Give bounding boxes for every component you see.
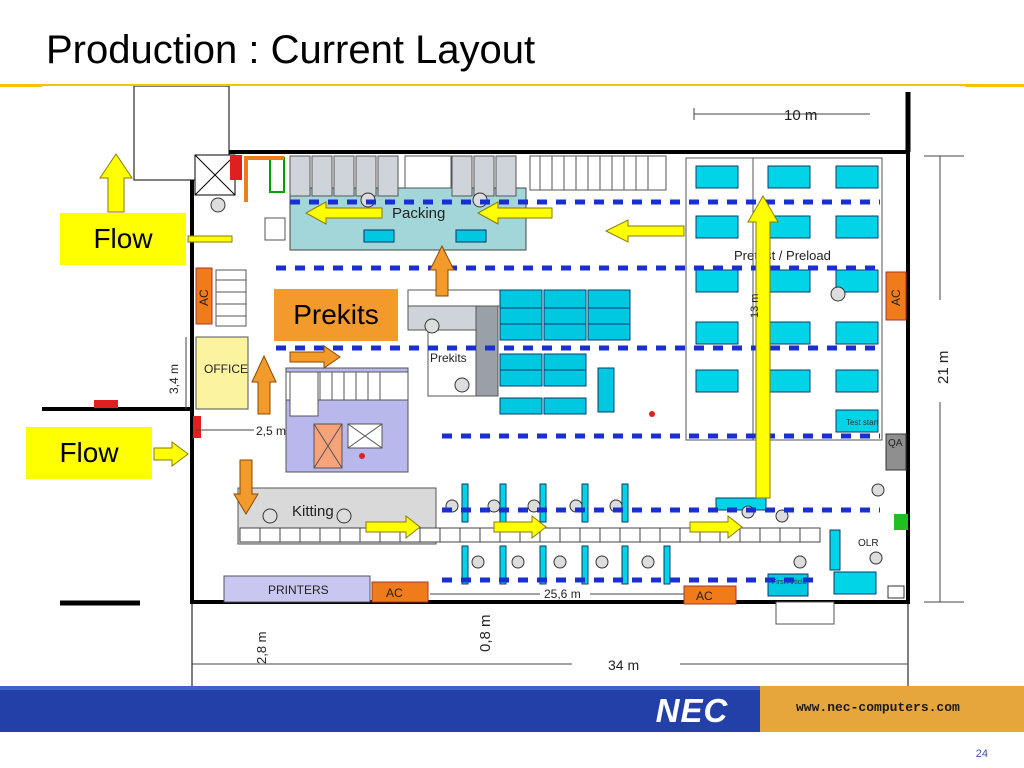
office-label: OFFICE bbox=[204, 362, 248, 376]
central-storage bbox=[285, 367, 409, 473]
title-rule bbox=[0, 84, 1024, 87]
dim-office-height: 3,4 m bbox=[167, 364, 181, 394]
ac-bottom-2-label: AC bbox=[696, 589, 713, 603]
flow-callout-bottom: Flow bbox=[26, 427, 152, 479]
building-walls bbox=[42, 86, 911, 690]
racks-block bbox=[499, 289, 631, 415]
ac-bottom-1-label: AC bbox=[386, 586, 403, 600]
orange-flow-arrows bbox=[233, 244, 455, 515]
lanes bbox=[276, 199, 880, 583]
nec-logo: NEC bbox=[624, 694, 760, 728]
yellow-flow-arrows bbox=[99, 153, 779, 540]
dim-left-margin: 2,8 m bbox=[254, 631, 269, 664]
dim-gap: 0,8 m bbox=[477, 614, 494, 652]
prekits-zone bbox=[407, 289, 501, 397]
flow-callout-top: Flow bbox=[60, 213, 186, 265]
dim-corridor: 25,6 m bbox=[544, 587, 581, 601]
test-start-label: Test start bbox=[846, 418, 879, 427]
pretest-label: Pretest / Preload bbox=[734, 248, 831, 263]
page-number: 24 bbox=[975, 748, 988, 760]
kitting-label: Kitting bbox=[292, 503, 334, 520]
dim-width-top: 10 m bbox=[784, 107, 817, 124]
floor-plan: Packing Pretest / Preload Test start AC … bbox=[42, 86, 965, 692]
pretest-area bbox=[685, 157, 883, 441]
dim-bottom-width: 34 m bbox=[608, 657, 639, 673]
page-title: Production : Current Layout bbox=[46, 28, 536, 72]
ac-left-label: AC bbox=[197, 289, 211, 306]
prekits-room-label: Prekits bbox=[430, 351, 467, 365]
dim-height-right: 21 m bbox=[935, 351, 952, 384]
footer-url: www.nec-computers.com bbox=[796, 700, 960, 715]
pallet-racks-left bbox=[215, 269, 247, 327]
footer-orange-bar bbox=[760, 686, 1024, 732]
olr-label: OLR bbox=[858, 538, 879, 549]
ac-right-label: AC bbox=[889, 289, 903, 306]
printers-label: PRINTERS bbox=[268, 583, 329, 597]
packing-label: Packing bbox=[392, 205, 445, 222]
dim-pretest-depth: 13 m bbox=[749, 294, 761, 318]
footer-blue-strip bbox=[0, 686, 760, 690]
qa-label: QA bbox=[888, 438, 903, 449]
entry-zone bbox=[194, 154, 286, 241]
packing-area bbox=[289, 155, 667, 251]
prekits-callout: Prekits bbox=[274, 289, 398, 341]
dim-aisle: 2,5 m bbox=[256, 424, 286, 438]
dimension-lines bbox=[185, 108, 964, 665]
